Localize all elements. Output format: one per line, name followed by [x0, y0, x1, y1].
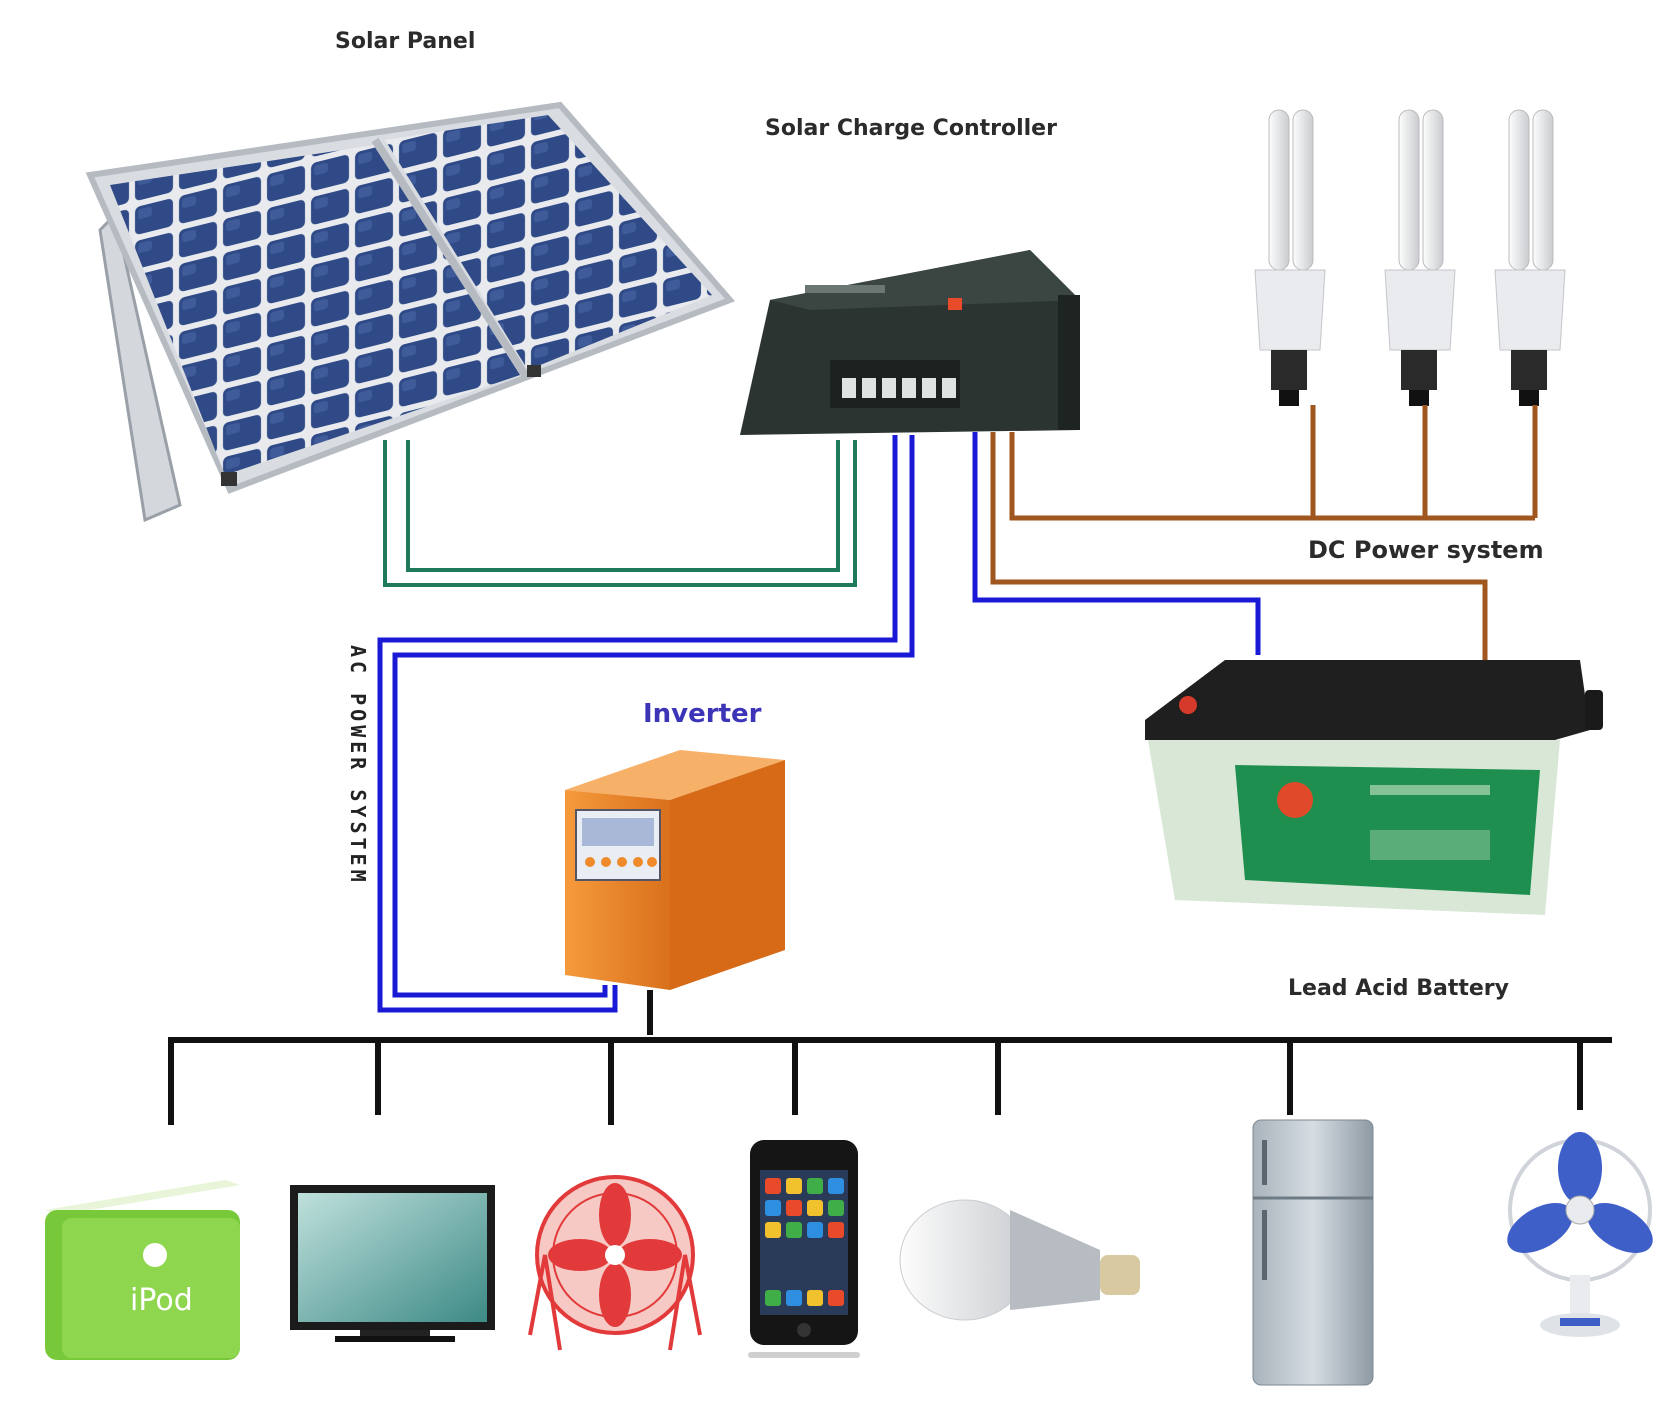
refrigerator-icon — [1252, 1119, 1374, 1386]
solar-panel-label: Solar Panel — [335, 29, 475, 54]
solar-panel-icon — [85, 101, 736, 523]
inverter-icon — [565, 750, 785, 990]
ac-bus — [168, 990, 1612, 1125]
led-bulb-icon — [899, 1199, 1140, 1321]
cfl-bulb-icon — [1494, 109, 1566, 406]
charge-controller-icon — [740, 250, 1080, 435]
desk-fan-icon — [1507, 1132, 1653, 1337]
battery-label: Lead Acid Battery — [1288, 976, 1509, 1001]
green-wires — [383, 440, 857, 587]
monitor-icon — [290, 1185, 495, 1342]
cfl-bulb-icon — [1384, 109, 1456, 406]
brown-wires — [990, 405, 1538, 665]
inverter-label: Inverter — [643, 699, 762, 729]
ac-power-system-label: AC POWER SYSTEM — [346, 645, 370, 886]
cfl-bulb-icon — [1254, 109, 1326, 406]
blue-wires — [377, 432, 1261, 1013]
phone-icon — [748, 1140, 860, 1358]
charge-controller-label: Solar Charge Controller — [765, 116, 1057, 141]
ipod-icon: iPod — [45, 1180, 240, 1360]
red-fan-icon — [528, 1175, 702, 1351]
dc-power-system-label: DC Power system — [1308, 536, 1544, 564]
battery-icon — [1145, 660, 1603, 915]
cfl-bulbs — [1254, 109, 1566, 406]
ipod-text: iPod — [130, 1283, 193, 1318]
